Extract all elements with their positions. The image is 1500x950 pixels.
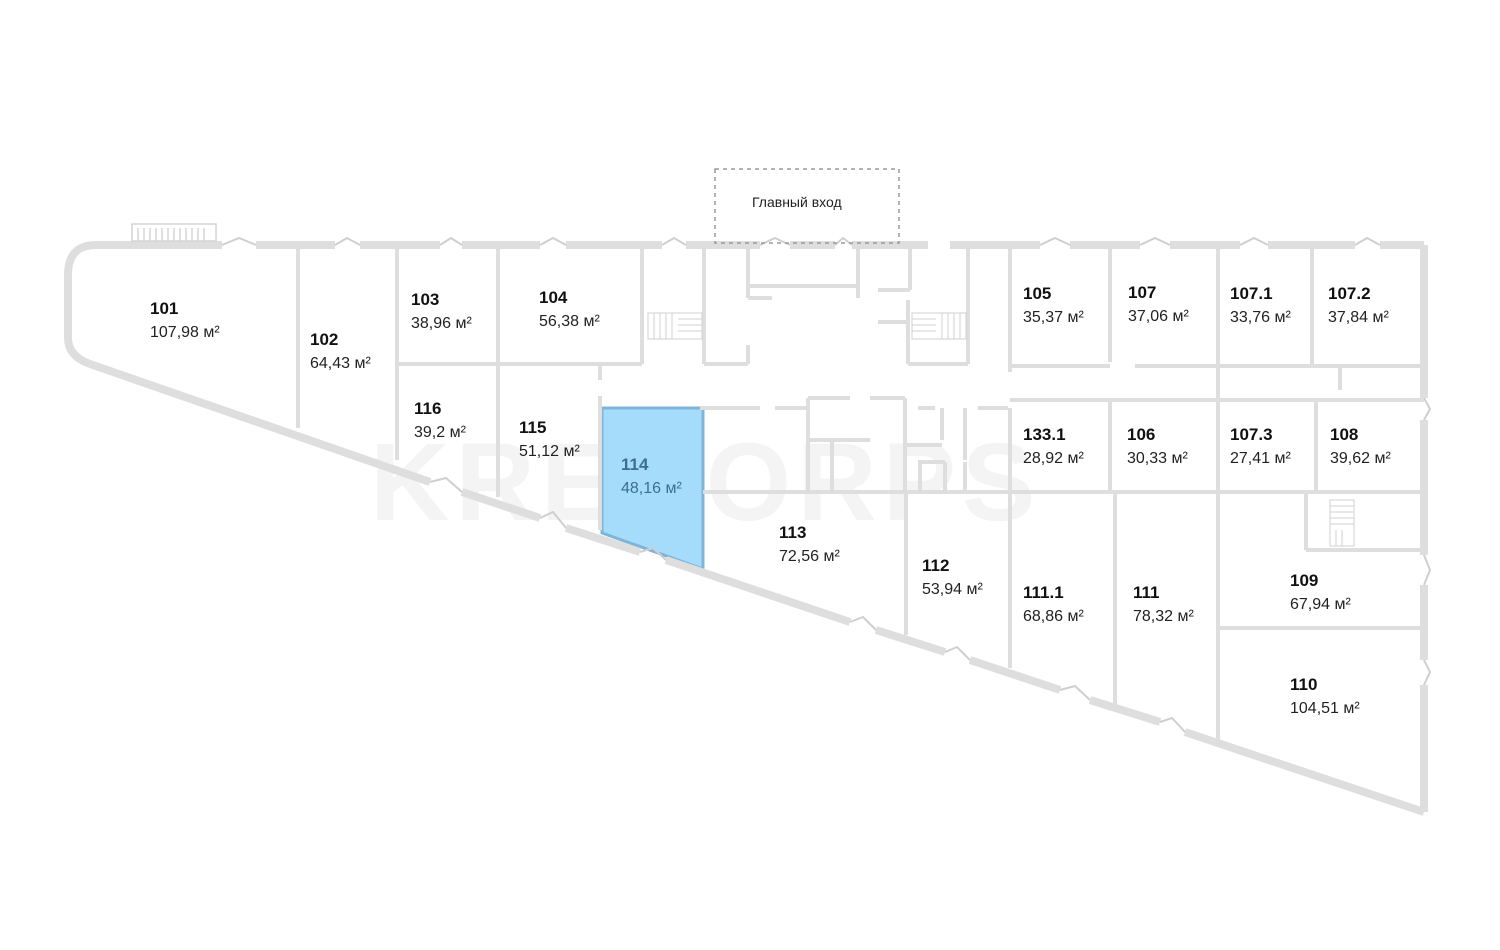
room-number: 106: [1127, 425, 1155, 444]
balcony-icon: [131, 223, 217, 242]
room-area: 39,62 м²: [1330, 450, 1391, 467]
room-105[interactable]: 105 35,37 м²: [1023, 284, 1084, 326]
room-area: 68,86 м²: [1023, 608, 1084, 625]
room-number: 101: [150, 299, 178, 318]
door-marks: [221, 236, 1432, 733]
room-number: 103: [411, 290, 439, 309]
interior-walls: [296, 249, 1424, 740]
room-number: 108: [1330, 425, 1358, 444]
room-114[interactable]: 114 48,16 м²: [621, 455, 682, 497]
room-area: 51,12 м²: [519, 443, 580, 460]
room-area: 64,43 м²: [310, 355, 371, 372]
room-number: 107.2: [1328, 284, 1371, 303]
room-number: 107.1: [1230, 284, 1273, 303]
room-107[interactable]: 107 37,06 м²: [1128, 283, 1189, 325]
room-number: 115: [519, 418, 546, 437]
room-113[interactable]: 113 72,56 м²: [779, 523, 840, 565]
room-number: 104: [539, 288, 568, 307]
room-104[interactable]: 104 56,38 м²: [539, 288, 600, 330]
room-112[interactable]: 112 53,94 м²: [922, 556, 983, 598]
room-number: 113: [779, 523, 806, 542]
room-107-1[interactable]: 107.1 33,76 м²: [1230, 284, 1291, 326]
room-number: 110: [1290, 675, 1317, 694]
room-111-1[interactable]: 111.1 68,86 м²: [1023, 583, 1084, 625]
room-109[interactable]: 109 67,94 м²: [1290, 571, 1351, 613]
room-area: 38,96 м²: [411, 315, 472, 332]
room-number: 102: [310, 330, 338, 349]
room-number: 105: [1023, 284, 1051, 303]
room-number: 114: [621, 455, 649, 474]
room-area: 37,84 м²: [1328, 309, 1389, 326]
room-number: 112: [922, 556, 949, 575]
room-area: 72,56 м²: [779, 548, 840, 565]
room-area: 67,94 м²: [1290, 596, 1351, 613]
room-111[interactable]: 111 78,32 м²: [1133, 583, 1194, 625]
room-area: 27,41 м²: [1230, 450, 1291, 467]
room-area: 39,2 м²: [414, 424, 467, 441]
room-110[interactable]: 110 104,51 м²: [1290, 675, 1360, 717]
room-area: 35,37 м²: [1023, 309, 1084, 326]
stairs-icon: [647, 312, 1355, 547]
room-102[interactable]: 102 64,43 м²: [310, 330, 371, 372]
room-103[interactable]: 103 38,96 м²: [411, 290, 472, 332]
room-area: 104,51 м²: [1290, 700, 1360, 717]
exterior-walls: [64, 241, 1428, 816]
room-107-2[interactable]: 107.2 37,84 м²: [1328, 284, 1389, 326]
room-area: 30,33 м²: [1127, 450, 1188, 467]
room-area: 48,16 м²: [621, 480, 682, 497]
room-number: 107: [1128, 283, 1156, 302]
room-133-1[interactable]: 133.1 28,92 м²: [1023, 425, 1084, 467]
room-area: 56,38 м²: [539, 313, 600, 330]
room-101[interactable]: 101 107,98 м²: [150, 299, 220, 341]
main-entrance-outline: [714, 168, 900, 244]
room-area: 78,32 м²: [1133, 608, 1194, 625]
room-area: 107,98 м²: [150, 324, 220, 341]
room-area: 28,92 м²: [1023, 450, 1084, 467]
room-number: 111: [1133, 583, 1160, 602]
room-number: 116: [414, 399, 441, 418]
room-number: 107.3: [1230, 425, 1273, 444]
room-115[interactable]: 115 51,12 м²: [519, 418, 580, 460]
room-106[interactable]: 106 30,33 м²: [1127, 425, 1188, 467]
room-107-3[interactable]: 107.3 27,41 м²: [1230, 425, 1291, 467]
room-number: 109: [1290, 571, 1318, 590]
room-area: 53,94 м²: [922, 581, 983, 598]
main-entrance-label: Главный вход: [752, 194, 842, 210]
room-116[interactable]: 116 39,2 м²: [414, 399, 467, 441]
room-area: 37,06 м²: [1128, 308, 1189, 325]
room-number: 133.1: [1023, 425, 1066, 444]
room-area: 33,76 м²: [1230, 309, 1291, 326]
room-108[interactable]: 108 39,62 м²: [1330, 425, 1391, 467]
room-number: 111.1: [1023, 583, 1064, 602]
